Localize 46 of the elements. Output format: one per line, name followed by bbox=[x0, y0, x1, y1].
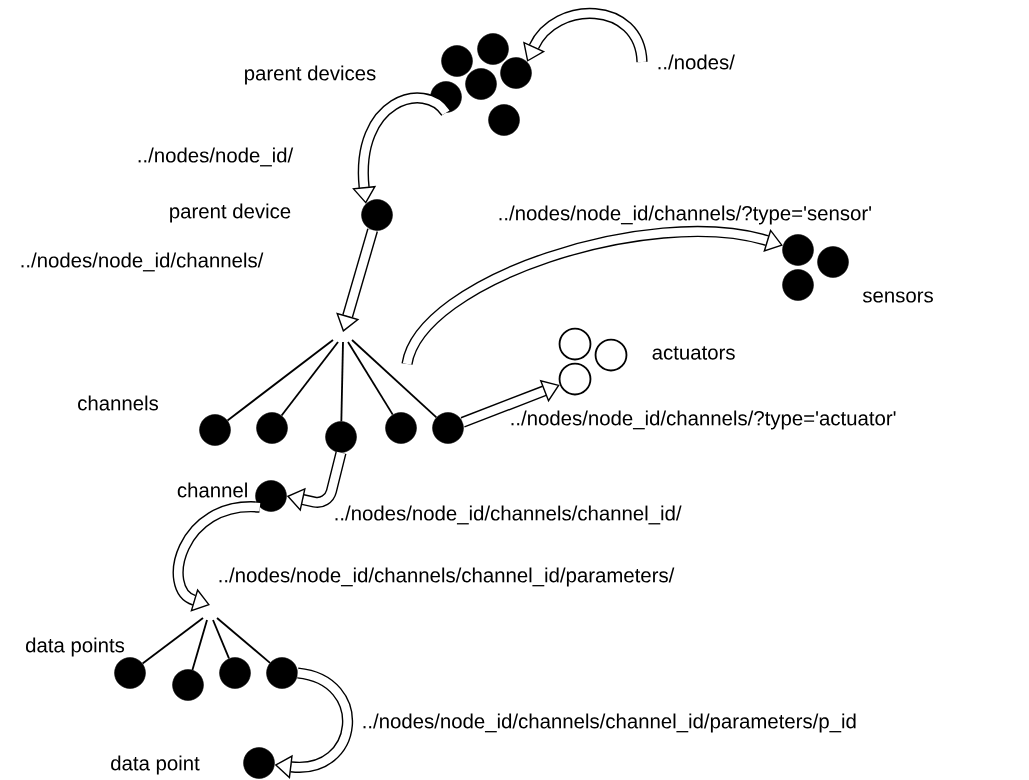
dot-label: sensors bbox=[862, 291, 933, 303]
edge-label: ../nodes/node_id/channels/channel_id/parameters/ bbox=[219, 567, 675, 587]
dot bbox=[432, 412, 464, 444]
branch-line bbox=[212, 619, 230, 660]
block-arrow bbox=[172, 501, 260, 612]
dot bbox=[430, 81, 462, 113]
edge-label: ../nodes/node_id/ bbox=[138, 147, 294, 167]
edge-label: ../nodes/node_id/channels/ bbox=[21, 252, 264, 272]
dot-label: data points bbox=[26, 637, 125, 657]
edge-label: ../nodes/node_id/channels/?type='actuator' bbox=[511, 410, 896, 430]
branch-line bbox=[141, 617, 204, 665]
branch-line bbox=[226, 339, 334, 422]
dot bbox=[256, 412, 288, 444]
dot bbox=[325, 421, 357, 453]
edge-label: ../nodes/ bbox=[658, 54, 735, 70]
dot-label: parent device bbox=[170, 203, 291, 223]
open-circle bbox=[558, 327, 592, 361]
dot-label: channels bbox=[78, 395, 159, 411]
dot bbox=[477, 33, 509, 65]
block-arrow bbox=[401, 226, 783, 366]
block-arrow bbox=[336, 228, 378, 332]
dot bbox=[266, 657, 298, 689]
dot-label: actuators bbox=[652, 346, 735, 360]
dot bbox=[465, 68, 497, 100]
dot bbox=[385, 412, 417, 444]
dot bbox=[782, 234, 814, 266]
branch-line bbox=[340, 341, 344, 423]
dot-label: channel bbox=[177, 482, 247, 498]
branch-line bbox=[347, 341, 394, 416]
block-arrow bbox=[460, 379, 560, 428]
branch-line bbox=[280, 341, 339, 417]
dot bbox=[500, 57, 532, 89]
edge-label: ../nodes/node_id/channels/?type='sensor' bbox=[499, 205, 872, 225]
dot bbox=[488, 104, 520, 136]
branch-line bbox=[351, 339, 438, 419]
dot bbox=[782, 269, 814, 301]
branch-line bbox=[191, 619, 208, 671]
block-arrow bbox=[523, 8, 648, 63]
dot bbox=[172, 669, 204, 701]
dot-label: data point bbox=[111, 755, 200, 775]
dot bbox=[219, 657, 251, 689]
dot-label: parent devices bbox=[245, 65, 376, 85]
block-arrow bbox=[352, 92, 451, 204]
edge-label: ../nodes/node_id/channels/channel_id/parameters/p_id bbox=[363, 713, 856, 733]
branch-line bbox=[216, 617, 271, 664]
edge-label: ../nodes/node_id/channels/channel_id/ bbox=[335, 505, 682, 525]
